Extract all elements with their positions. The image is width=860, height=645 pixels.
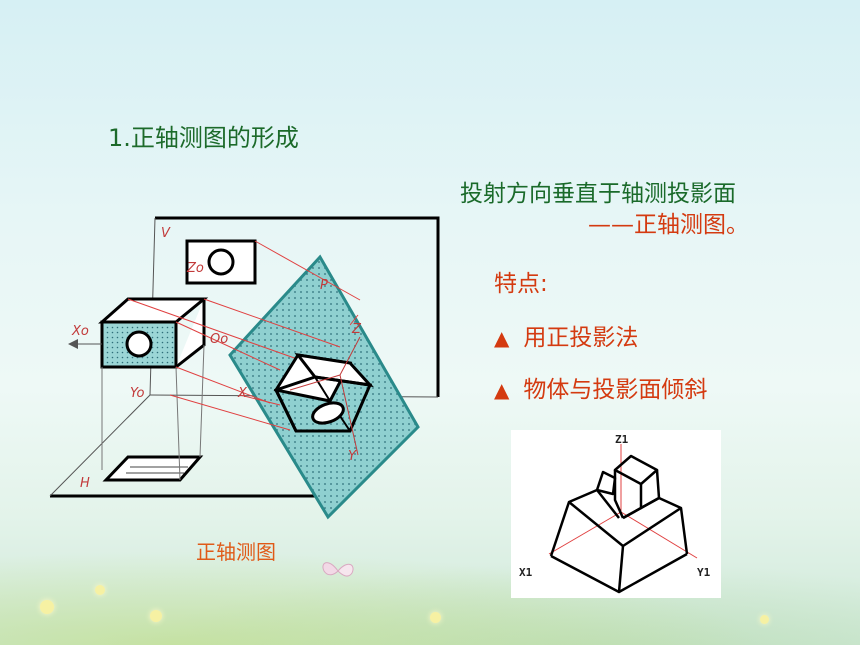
flower-decoration xyxy=(760,615,769,624)
description-line-1: 投射方向垂直于轴测投影面 xyxy=(460,181,736,207)
label-Yo: Yo xyxy=(130,386,145,401)
label-Z1: Z1 xyxy=(615,433,629,446)
label-X1: X1 xyxy=(519,566,533,579)
label-Z: Z xyxy=(351,322,362,337)
flower-decoration xyxy=(430,612,441,623)
flower-decoration xyxy=(95,585,105,595)
description-line-2: ——正轴测图。 xyxy=(588,212,749,238)
feature-item: ▲ 用正投影法 xyxy=(494,318,638,352)
meadow-background xyxy=(0,535,860,645)
label-Oo: Oo xyxy=(210,332,228,347)
label-X: X xyxy=(237,386,248,401)
figure-caption: 正轴测图 xyxy=(196,540,276,564)
feature-text: 物体与投影面倾斜 xyxy=(523,377,708,403)
triangle-bullet-icon: ▲ xyxy=(494,378,510,402)
slide-title: 1.正轴测图的形成 xyxy=(108,124,299,152)
features-heading: 特点: xyxy=(494,271,548,297)
triangle-bullet-icon: ▲ xyxy=(494,326,510,350)
label-V: V xyxy=(161,226,171,241)
axonometric-figure: Z1 X1 Y1 xyxy=(511,430,721,598)
flower-decoration xyxy=(150,610,162,622)
projection-diagram: V H P Xo Yo Zo Oo X Y Z xyxy=(49,216,440,520)
label-Xo: Xo xyxy=(71,324,89,339)
feature-text: 用正投影法 xyxy=(523,325,639,351)
butterfly-icon xyxy=(322,562,354,577)
flower-decoration xyxy=(40,600,54,614)
label-P: P xyxy=(320,278,328,293)
label-Zo: Zo xyxy=(186,261,204,276)
label-H: H xyxy=(80,476,90,491)
label-Y: Y xyxy=(348,449,357,464)
feature-item: ▲ 物体与投影面倾斜 xyxy=(494,370,707,404)
label-Y1: Y1 xyxy=(697,566,711,579)
